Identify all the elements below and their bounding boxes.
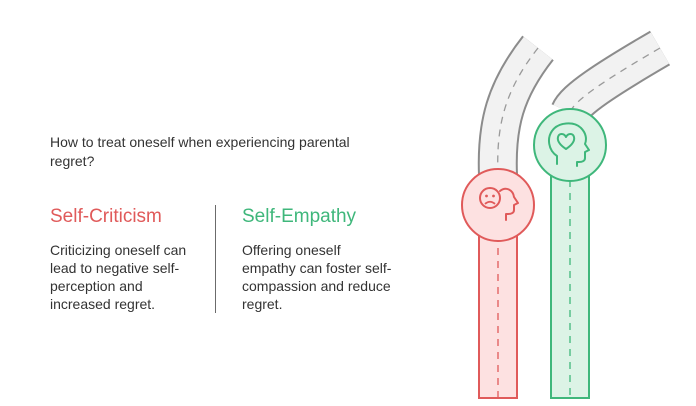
divider xyxy=(215,205,216,313)
self-empathy-path xyxy=(550,149,590,399)
grey-road-right xyxy=(551,30,671,122)
heart-head-icon xyxy=(533,108,607,182)
question-text: How to treat oneself when experiencing p… xyxy=(50,134,350,169)
self-criticism-title: Self-Criticism xyxy=(50,206,162,227)
self-empathy-title: Self-Empathy xyxy=(242,206,357,227)
self-criticism-description: Criticizing oneself can lead to negative… xyxy=(50,242,187,312)
sad-face-head-icon xyxy=(461,168,535,242)
grey-road-left xyxy=(477,35,554,176)
self-empathy-description: Offering oneself empathy can foster self… xyxy=(242,242,392,312)
